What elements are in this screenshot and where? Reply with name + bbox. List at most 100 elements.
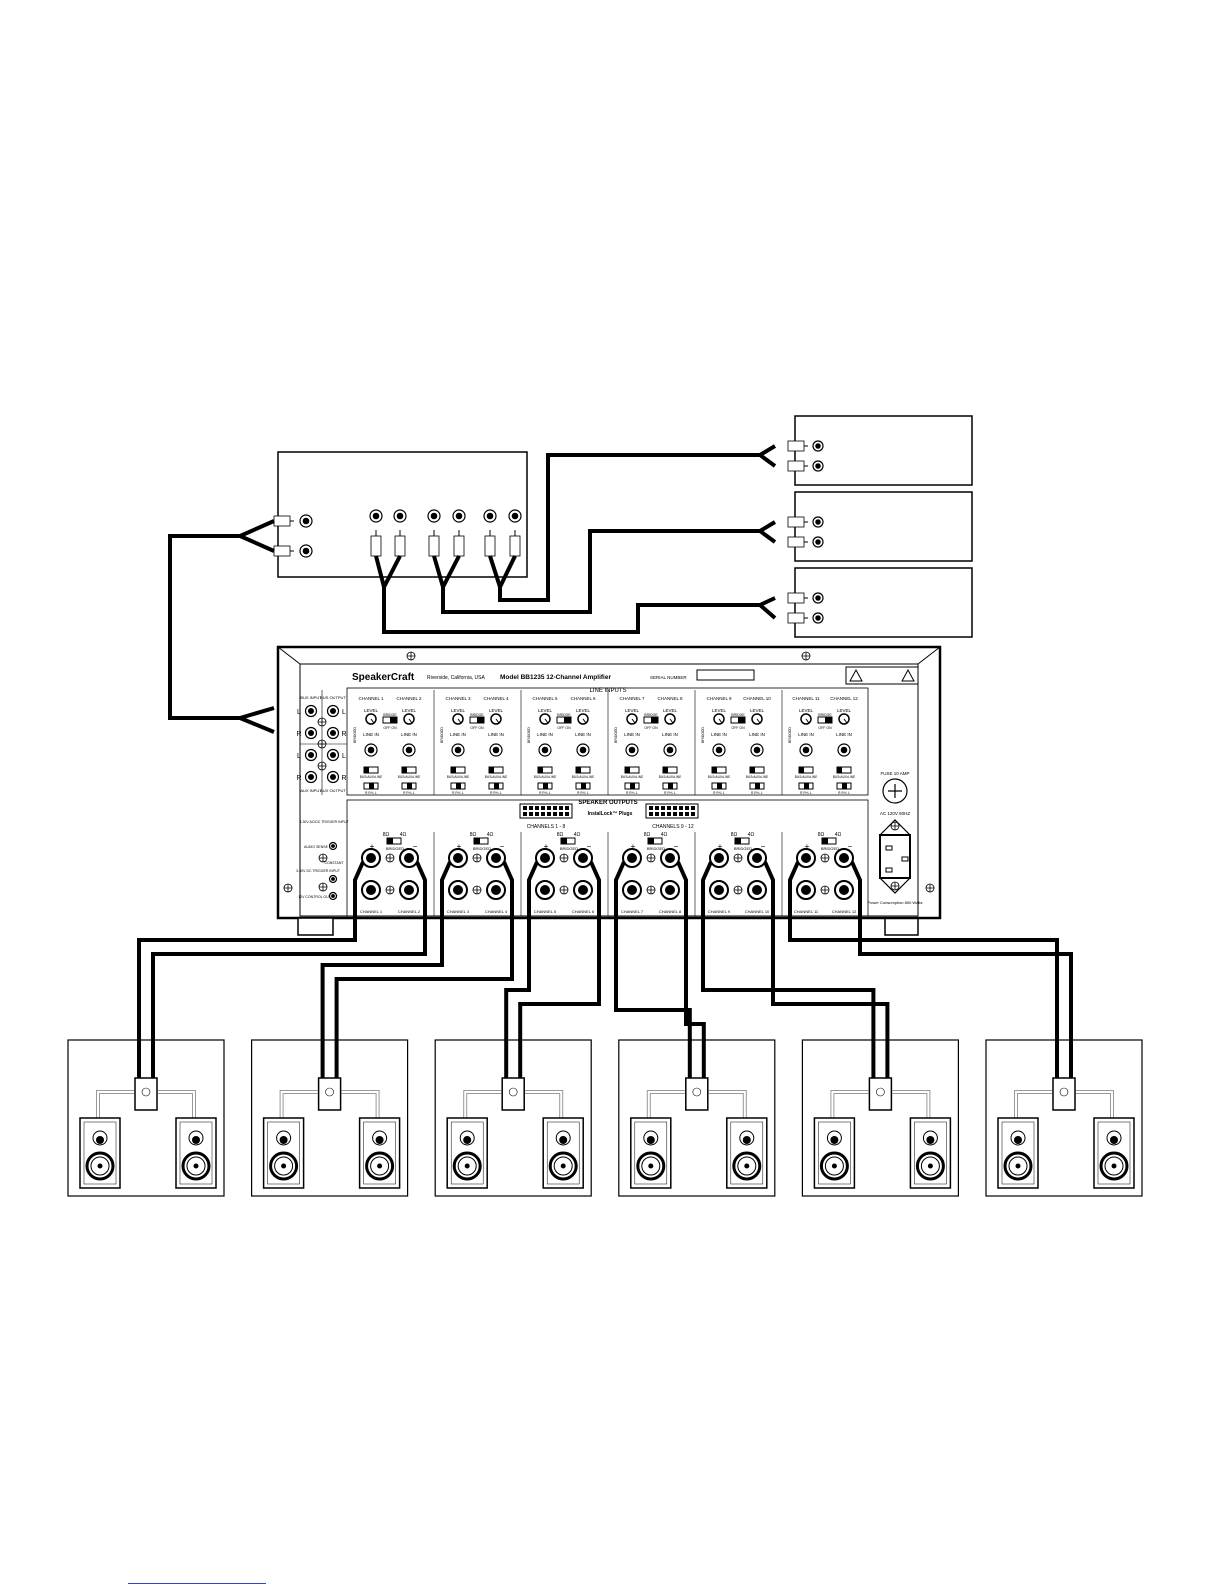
volume-knob-icon [508, 1087, 518, 1097]
source-switch-thumb [402, 767, 407, 773]
tweeter-dome [1110, 1136, 1118, 1144]
plug-pin [649, 812, 653, 816]
screw-cross [407, 652, 415, 660]
bridged-label: BRIDGED [821, 846, 839, 851]
speaker-cable [320, 916, 444, 1078]
mode-switch-thumb [456, 783, 461, 789]
jack-letter: L [342, 709, 346, 716]
model-label: Model BB1235 12-Channel Amplifier [500, 674, 611, 681]
impedance-4-label: 4Ω [487, 832, 494, 838]
source-select-label: BUS•AUX•LINE [360, 775, 382, 779]
rca-plug-icon [787, 592, 805, 604]
screw-cross [386, 886, 394, 894]
tweeter-dome [463, 1136, 472, 1144]
bridged-side-label: BRIDGED [788, 727, 792, 743]
speaker-cable [137, 916, 357, 1078]
knob-indicator [756, 718, 761, 724]
jack-letter: L [342, 753, 346, 760]
speaker-cable [518, 916, 601, 1078]
knob-indicator [370, 718, 375, 724]
rca-jack-center [307, 729, 315, 737]
bridged-side-label: BRIDGED [614, 727, 618, 743]
post-jumper [527, 861, 601, 916]
rca-jack-center [307, 773, 315, 781]
source-switch-thumb [364, 767, 369, 773]
cable-zone1 [488, 444, 777, 602]
output-channel-label: CHANNEL 8 [659, 909, 682, 914]
post-jumper [440, 861, 514, 916]
plug-pin [535, 812, 539, 816]
plug-pin [541, 806, 545, 810]
output-channel-label: CHANNEL 2 [398, 909, 421, 914]
mode-label: R R+L L [838, 791, 850, 795]
volume-knob-icon [876, 1087, 885, 1097]
source-select-label: BUS•AUX•LINE [572, 775, 594, 779]
minus-sign: − [587, 842, 592, 851]
screw-cross [734, 886, 742, 894]
rca-plug-icon [787, 440, 805, 452]
jack-letter: R [341, 731, 346, 738]
plus-sign: + [631, 842, 636, 851]
mode-switch-thumb [543, 783, 548, 789]
speaker-grille-frame [914, 1121, 947, 1185]
impedance-8-label: 8Ω [383, 832, 390, 838]
woofer-dustcap [281, 1163, 287, 1169]
plug-group-label: CHANNELS 9 - 12 [652, 824, 694, 830]
rca-jack-center [329, 729, 337, 737]
knob-indicator [843, 718, 848, 724]
source-select-label: BUS•AUX•LINE [621, 775, 643, 779]
rca-jack-center [815, 615, 821, 621]
channel-label: CHANNEL 3 [445, 696, 471, 701]
speaker-cable [614, 916, 692, 1078]
plug-pin [655, 806, 659, 810]
off-on-label: OFF ON [383, 726, 397, 730]
rca-jack-center [541, 746, 549, 754]
speaker-grille-frame [546, 1121, 580, 1185]
speaker-wire-inner [464, 1091, 563, 1118]
line-in-label: LINE IN [363, 732, 379, 737]
binding-post-center [491, 853, 501, 863]
zone-receiver-box [794, 491, 973, 562]
output-channel-label: CHANNEL 4 [485, 909, 508, 914]
line-in-label: LINE IN [401, 732, 417, 737]
woofer-dustcap [648, 1163, 654, 1169]
bridge-switch-thumb [651, 717, 658, 723]
speaker-outputs-section [346, 799, 869, 917]
brand-location: Riverside, California, USA [427, 675, 485, 681]
woofer-dustcap [927, 1163, 933, 1169]
power-consumption-label: Power Consumption 850 Watts [868, 900, 923, 905]
bridged-side-label: BRIDGED [440, 727, 444, 743]
source-switch-thumb [799, 767, 804, 773]
line-in-label: LINE IN [537, 732, 553, 737]
rca-plug-icon [787, 516, 805, 528]
rca-plug-icon [787, 536, 805, 548]
jack-letter: R [341, 775, 346, 782]
screw-cross [560, 886, 568, 894]
source-select-label: BUS•AUX•LINE [534, 775, 556, 779]
knob-indicator [669, 718, 674, 724]
cable-zone3 [374, 555, 777, 634]
line-in-label: LINE IN [488, 732, 504, 737]
binding-post-center [366, 885, 376, 895]
line-in-label: LINE IN [624, 732, 640, 737]
audio-sense-label: AUDIO SENSE [304, 845, 329, 849]
source-switch-thumb [451, 767, 456, 773]
plug-pin [553, 806, 557, 810]
level-label: LEVEL [625, 708, 640, 713]
output-channel-label: CHANNEL 1 [360, 909, 383, 914]
speaker-grille-frame [450, 1121, 484, 1185]
rca-jack-center [815, 443, 821, 449]
rca-jack-center [454, 746, 462, 754]
source-switch-thumb [750, 767, 755, 773]
speaker-grille-frame [1097, 1121, 1131, 1185]
tweeter-dome [96, 1136, 104, 1144]
level-label: LEVEL [576, 708, 591, 713]
volume-knob-icon [325, 1087, 334, 1097]
bridge-label: BRIDGE [470, 713, 484, 717]
impedance-4-label: 4Ω [835, 832, 842, 838]
binding-post-center [540, 885, 550, 895]
woofer-dustcap [1111, 1163, 1117, 1169]
installock-plug [519, 803, 573, 819]
rca-jack-center [815, 519, 821, 525]
